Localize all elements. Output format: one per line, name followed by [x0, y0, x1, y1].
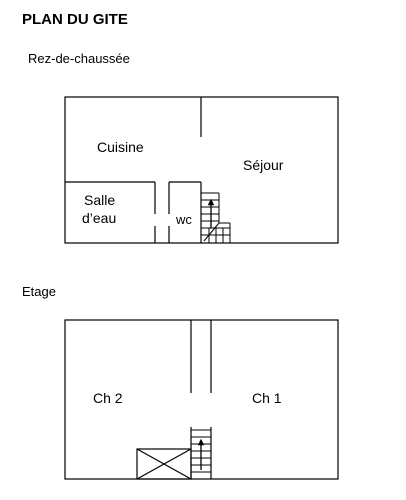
room-label-cuisine: Cuisine	[97, 139, 144, 155]
plan-title: PLAN DU GITE	[22, 11, 128, 28]
upper-floor-plan	[64, 319, 339, 480]
upper-floor-labels: Ch 2 Ch 1	[93, 390, 282, 406]
upper-floor-outline	[64, 319, 339, 480]
stair-void-crossed-box	[136, 448, 192, 480]
upper-floor-heading: Etage	[22, 284, 56, 299]
room-label-sejour: Séjour	[243, 157, 284, 173]
room-label-salle-eau-line1: Salle	[84, 192, 115, 208]
ground-floor-labels: Cuisine Séjour Salle d’eau wc	[82, 139, 284, 227]
room-label-wc: wc	[175, 212, 192, 227]
room-label-salle-eau-line2: d’eau	[82, 210, 116, 226]
ground-staircase	[201, 192, 231, 243]
ground-floor-heading: Rez-de-chaussée	[28, 51, 130, 66]
ground-floor-plan	[64, 96, 339, 244]
room-label-ch1: Ch 1	[252, 390, 282, 406]
upper-staircase	[191, 429, 211, 473]
room-label-ch2: Ch 2	[93, 390, 123, 406]
